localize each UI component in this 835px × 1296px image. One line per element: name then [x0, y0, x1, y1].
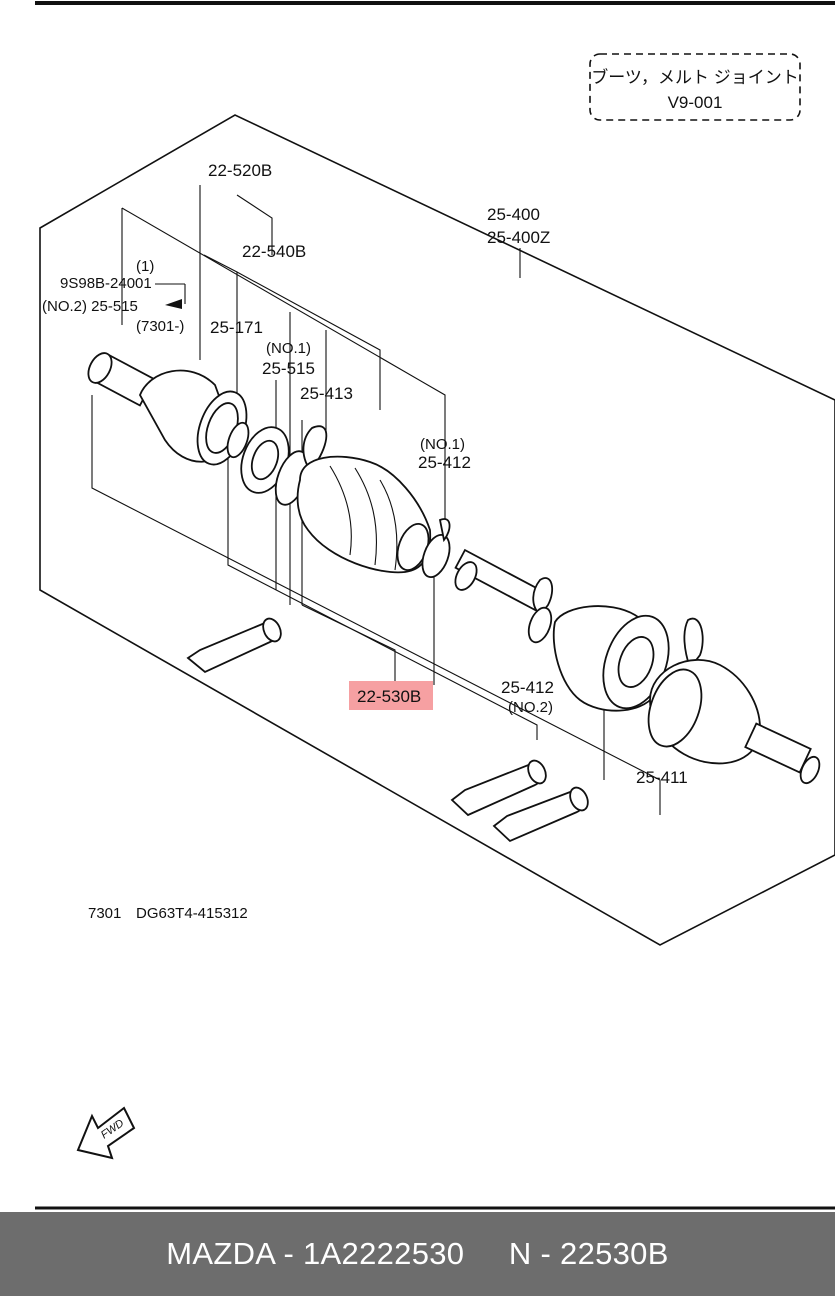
leader-22-540b — [236, 194, 273, 255]
footer-part-number: MAZDA - 1A2222530 N - 22530B — [166, 1236, 669, 1271]
diagram-code: DG63T4-415312 — [136, 905, 248, 922]
boot-kit-bracket — [121, 207, 446, 528]
shaft-bracket — [91, 395, 661, 815]
fwd-arrow-icon: FWD — [76, 1106, 136, 1160]
grease-tube-1 — [186, 617, 282, 674]
leader-frame-b — [236, 271, 381, 410]
boot-outer — [552, 605, 670, 712]
band-clamp-no1-small — [421, 518, 451, 578]
header-box: ブーツ，メルト ジョイント V9-001 — [589, 53, 801, 121]
callout-9s98b-24001: 9S98B-24001 — [60, 275, 152, 292]
parts-diagram: ブーツ，メルト ジョイント V9-001 — [35, 1, 835, 1210]
callout-25-411: 25-411 — [636, 768, 688, 787]
callout-no1-b: (NO.1) — [420, 436, 465, 453]
callout-25-412-b: 25-412 — [501, 678, 554, 697]
boot-inner — [296, 455, 432, 574]
tripod-assembly — [240, 426, 310, 506]
diagram-code-prefix: 7301 — [88, 905, 121, 922]
callout-1: (1) — [136, 258, 154, 275]
grease-tube-3 — [492, 786, 589, 843]
callout-no2-b: (NO.2) — [508, 699, 553, 716]
inner-cv-joint — [87, 352, 250, 466]
callout-22-530b: 22-530B — [357, 687, 421, 706]
callout-25-515: 25-515 — [262, 359, 315, 378]
callout-22-540b: 22-540B — [242, 242, 306, 261]
callout-25-400z: 25-400Z — [487, 228, 550, 247]
drive-shaft — [454, 548, 546, 612]
outer-cv-joint — [647, 617, 821, 785]
inner-bracket — [227, 392, 538, 740]
footer-bar: MAZDA - 1A2222530 N - 22530B — [0, 1212, 835, 1296]
callout-no1-a: (NO.1) — [266, 340, 311, 357]
assembly-frame — [39, 114, 835, 946]
callout-25-412-a: 25-412 — [418, 453, 471, 472]
leader-22-530b — [301, 604, 396, 685]
callout-25-400: 25-400 — [487, 205, 540, 224]
callout-7301-range: (7301-) — [136, 318, 184, 335]
callout-highlight — [349, 681, 433, 710]
grease-tube-2 — [450, 759, 547, 817]
header-title: ブーツ，メルト ジョイント — [591, 67, 799, 87]
callout-22-520b: 22-520B — [208, 161, 272, 180]
arrow-mark — [165, 299, 182, 309]
callout-25-171: 25-171 — [210, 318, 263, 337]
band-clamp-no2 — [527, 577, 554, 644]
callout-25-413: 25-413 — [300, 384, 353, 403]
callout-no2-25-515: (NO.2) 25-515 — [42, 298, 138, 315]
header-code: V9-001 — [668, 93, 723, 112]
